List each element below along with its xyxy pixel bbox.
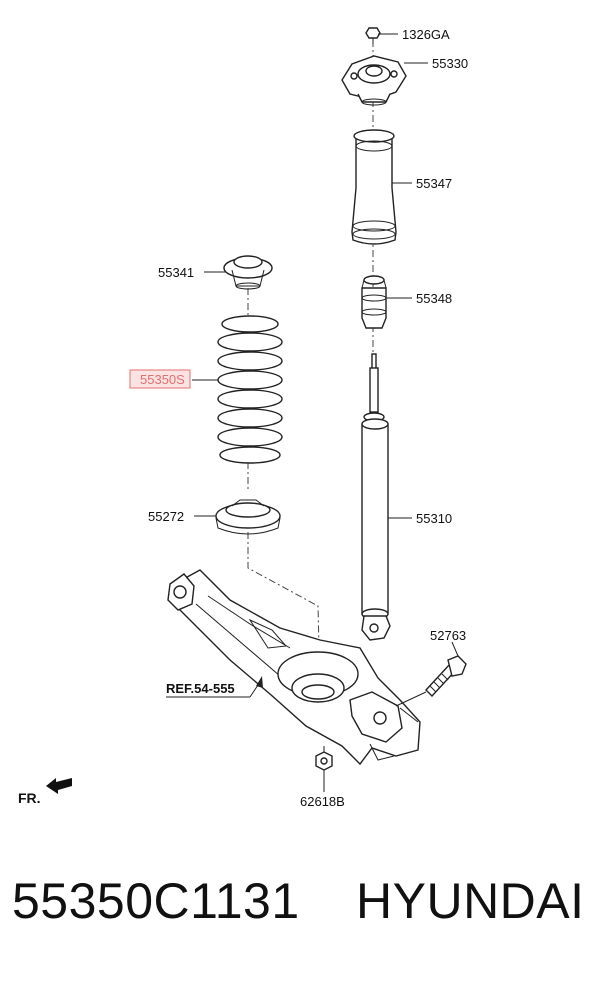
shock-absorber (361, 353, 391, 641)
lower-spring-pad (215, 499, 281, 535)
coil-spring (217, 315, 283, 464)
upper-spring-pad (223, 255, 273, 290)
bump-stopper (361, 275, 387, 329)
part-number: 55350C1131 (12, 873, 300, 929)
brand-name: HYUNDAI (356, 873, 585, 929)
label-55272: 55272 (148, 509, 184, 524)
front-indicator: FR. (18, 778, 72, 806)
label-ref: REF.54-555 (166, 681, 235, 696)
front-indicator-label: FR. (18, 790, 41, 806)
label-1326ga: 1326GA (402, 27, 450, 42)
label-55348: 55348 (416, 291, 452, 306)
label-52763: 52763 (430, 628, 466, 643)
label-55341: 55341 (158, 265, 194, 280)
front-arrow-icon (46, 778, 72, 794)
highlight-box (129, 369, 191, 389)
label-62618b: 62618B (300, 794, 345, 809)
top-nut (365, 27, 381, 44)
parts-exploded-diagram: 1326GA 55330 55347 55348 55341 55350S 55… (18, 27, 468, 809)
label-55330: 55330 (432, 56, 468, 71)
label-55350s: 55350S (140, 372, 185, 387)
bottom-nut (315, 746, 333, 771)
lower-control-arm (167, 569, 421, 766)
product-footer: 55350C1131 HYUNDAI (0, 872, 600, 952)
upper-insulator (341, 55, 407, 106)
dust-cover (351, 129, 397, 245)
label-55310: 55310 (416, 511, 452, 526)
bolt (395, 655, 467, 707)
leader-lines (166, 33, 459, 792)
label-55347: 55347 (416, 176, 452, 191)
